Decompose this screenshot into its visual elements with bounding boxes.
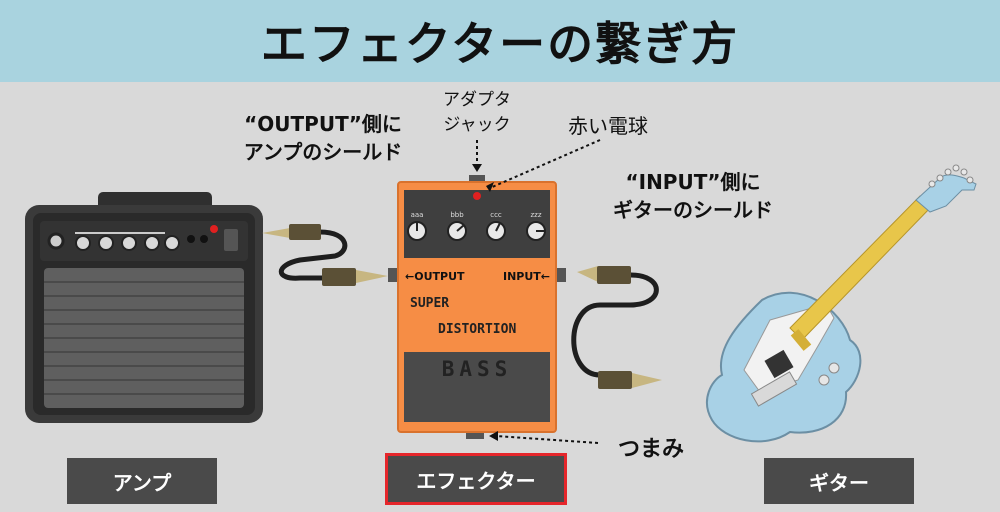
input-side-line2: ギターのシールド — [613, 198, 773, 222]
amp-input-jack — [47, 232, 65, 250]
input-label: INPUT← — [503, 270, 550, 283]
red-bulb — [473, 192, 481, 200]
guitar-cable — [571, 266, 662, 389]
amp-caption: アンプ — [67, 458, 217, 504]
output-label: ←OUTPUT — [405, 270, 465, 283]
knob-label: aaa — [411, 211, 424, 219]
adapter-jack-label: アダプタ ジャック — [427, 88, 527, 138]
amp-power-light — [210, 225, 218, 233]
knob-labels: aaa bbb ccc zzz — [411, 211, 542, 219]
guitar-bridge — [750, 371, 798, 407]
amp-control-panel — [40, 221, 248, 261]
knob-indicator-jack — [466, 431, 484, 439]
pointer-lines — [472, 139, 601, 444]
page-title: エフェクターの繋ぎ方 — [260, 17, 740, 71]
effector-caption: エフェクター — [385, 453, 567, 505]
guitar-neck-pickup — [790, 329, 812, 351]
amp-cable — [262, 224, 388, 286]
foot-switch-panel — [404, 352, 550, 422]
knob-label: つまみ — [617, 437, 684, 462]
guitar-illustration — [706, 164, 977, 443]
knob-label: ccc — [490, 211, 502, 219]
amp-switch — [224, 229, 238, 251]
input-side-label: “INPUT”側に ギターのシールド — [598, 168, 788, 224]
panel-label: BASS — [442, 357, 513, 381]
effector-pedal: aaa bbb ccc zzz ←OUTPUT INPUT← SUPER DIS… — [388, 175, 566, 439]
guitar-neck — [789, 164, 977, 341]
output-side-line1: “OUTPUT”側に — [244, 112, 402, 136]
adapter-jack-line2: ジャック — [443, 115, 511, 135]
amp-knobs — [75, 232, 180, 251]
guitar-pickup — [764, 349, 794, 379]
guitar-control-knobs — [818, 362, 840, 386]
amp-illustration — [25, 192, 263, 423]
input-side-line1: “INPUT”側に — [625, 170, 761, 194]
adapter-jack — [469, 175, 485, 184]
amp-indicator — [187, 235, 195, 243]
output-side-line2: アンプのシールド — [243, 140, 403, 164]
tuning-pegs — [928, 164, 974, 188]
pedal-name-line2: DISTORTION — [438, 322, 516, 337]
knob-label: zzz — [530, 211, 541, 219]
output-side-label: “OUTPUT”側に アンプのシールド — [228, 110, 418, 166]
pedal-knobs — [407, 221, 546, 241]
adapter-jack-line1: アダプタ — [443, 90, 511, 110]
pedal-name-line1: SUPER — [410, 296, 449, 311]
guitar-caption: ギター — [764, 458, 914, 504]
knob-panel — [404, 190, 550, 258]
title-banner: エフェクターの繋ぎ方 — [0, 0, 1000, 82]
red-bulb-label: 赤い電球 — [568, 114, 648, 138]
knob-label: bbb — [450, 211, 464, 219]
